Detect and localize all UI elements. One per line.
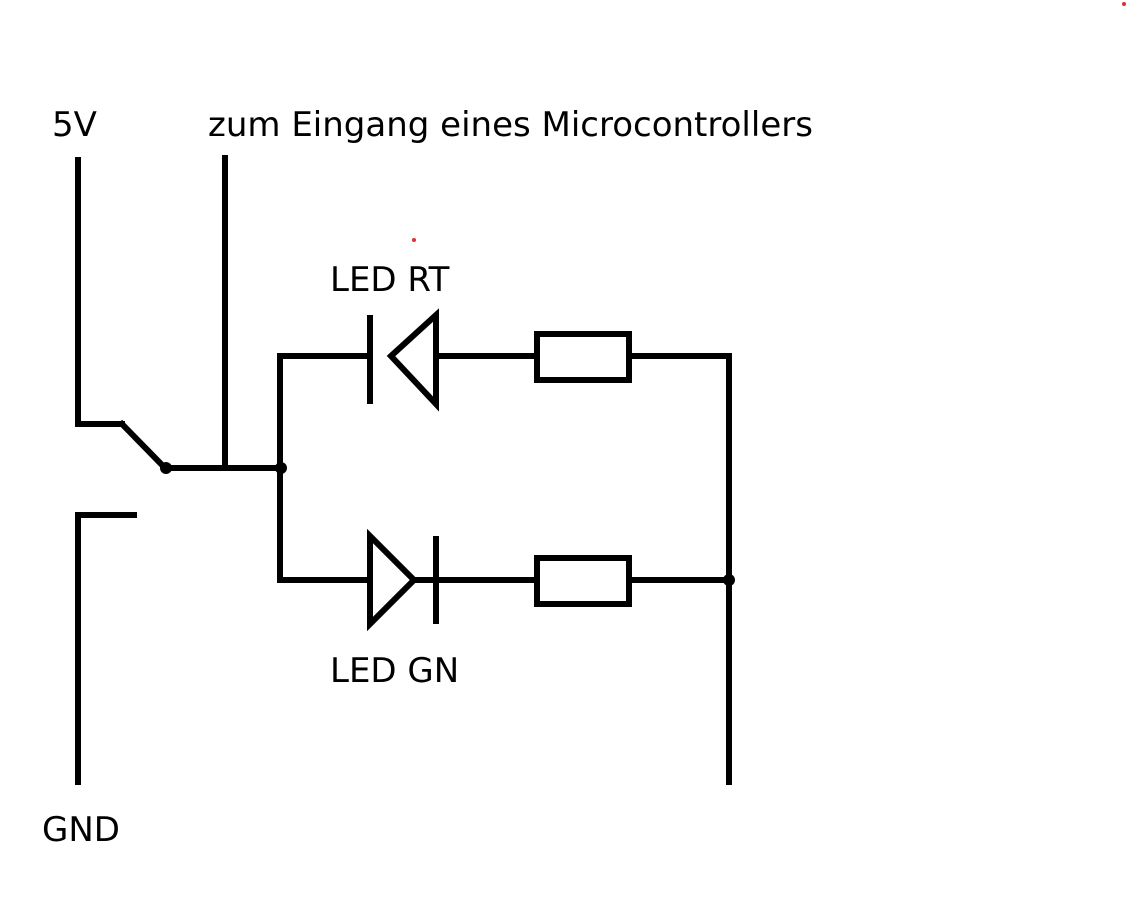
label-5v: 5V xyxy=(52,105,97,145)
junction-dot-left xyxy=(275,462,287,474)
label-gnd: GND xyxy=(42,810,120,850)
junction-dot-right xyxy=(723,574,735,586)
label-mcu-input: zum Eingang eines Microcontrollers xyxy=(208,105,813,145)
resistor-top xyxy=(534,331,632,383)
wire-gnd xyxy=(75,512,137,785)
wire-5v xyxy=(75,157,125,427)
stray-dot-center xyxy=(412,238,416,242)
led-red-symbol xyxy=(367,308,439,412)
resistor-bottom xyxy=(534,555,632,607)
label-led-red: LED RT xyxy=(330,260,450,300)
label-led-green: LED GN xyxy=(330,651,459,691)
stray-dot-corner xyxy=(1122,2,1126,6)
junction-dot-switch xyxy=(160,462,172,474)
switch-lever xyxy=(117,419,170,473)
